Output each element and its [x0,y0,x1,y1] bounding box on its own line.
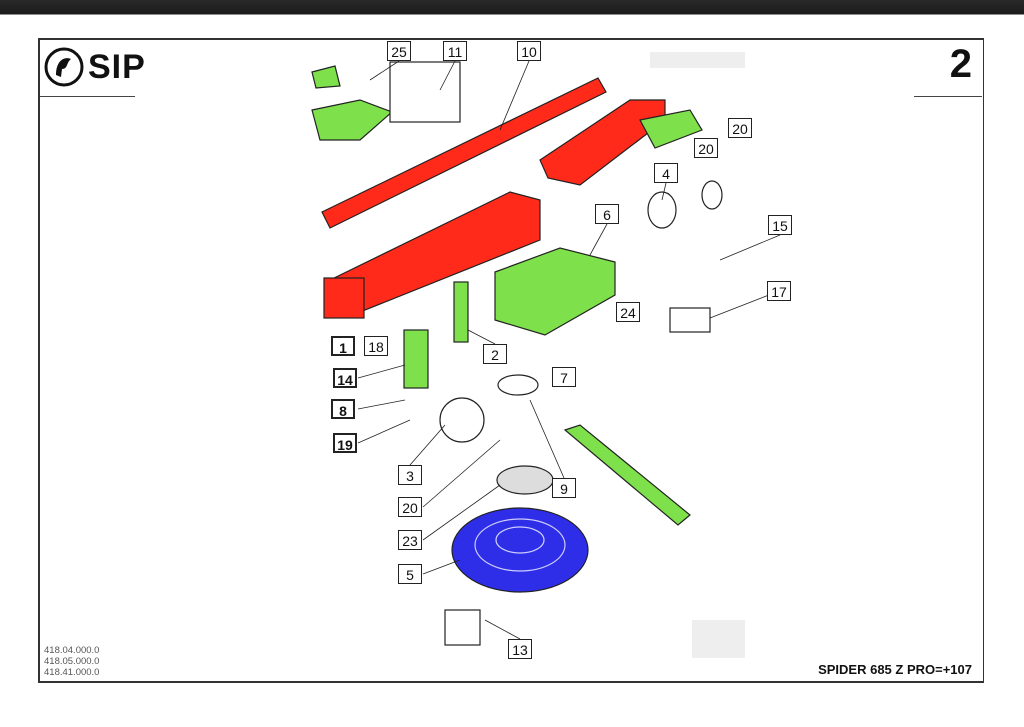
callout-17[interactable]: 17 [767,281,791,301]
header-rule-right [914,96,982,97]
drawing-code: 418.41.000.0 [44,667,100,678]
callout-18[interactable]: 18 [364,336,388,356]
callout-15[interactable]: 15 [768,215,792,235]
brand-name: SIP [88,47,146,86]
callout-5[interactable]: 5 [398,564,422,584]
part-7-lever [563,424,691,526]
callout-4[interactable]: 4 [654,163,678,183]
sip-emblem-icon [44,47,84,87]
drawing-codes: 418.04.000.0 418.05.000.0 418.41.000.0 [44,645,99,678]
part-10-shaft [321,77,607,229]
callout-20[interactable]: 20 [728,118,752,138]
drawing-code: 418.04.000.0 [44,645,100,656]
callout-20[interactable]: 20 [694,138,718,158]
blank-patch [692,620,745,658]
callout-7[interactable]: 7 [552,367,576,387]
part-green-plate [639,109,703,149]
part-11-support [389,61,461,123]
callout-9[interactable]: 9 [552,478,576,498]
callout-3[interactable]: 3 [398,465,422,485]
part-14-sleeve [403,329,429,389]
page-number: 2 [949,42,972,86]
part-5-disc [451,507,589,593]
drawing-frame [38,38,984,683]
callout-1[interactable]: 1 [331,336,355,356]
blank-patch [650,52,745,68]
part-17-joint [669,307,711,333]
part-6-gearbox [494,247,616,336]
sip-logo: SIP [44,47,146,87]
callout-24[interactable]: 24 [616,302,640,322]
callout-6[interactable]: 6 [595,204,619,224]
leader-lines [357,60,781,640]
part-2-pin [453,281,469,343]
drawing-code: 418.05.000.0 [44,656,100,667]
callout-23[interactable]: 23 [398,530,422,550]
header-rule-left [40,96,135,97]
callout-14[interactable]: 14 [333,368,357,388]
part-4-gear [647,191,677,229]
callout-8[interactable]: 8 [331,399,355,419]
part-3-gear [439,397,485,443]
callout-11[interactable]: 11 [443,41,467,61]
callout-19[interactable]: 19 [333,433,357,453]
callout-25[interactable]: 25 [387,41,411,61]
part-green-plate [311,65,341,89]
part-23-pulley [496,465,554,495]
part-13-bracket [444,609,481,646]
part-9-hub [497,374,539,396]
callout-13[interactable]: 13 [508,639,532,659]
part-20-bearing [701,180,723,210]
part-green-plate [311,99,394,141]
callout-10[interactable]: 10 [517,41,541,61]
model-name: SPIDER 685 Z PRO=+107 [818,662,972,677]
callout-20[interactable]: 20 [398,497,422,517]
callout-2[interactable]: 2 [483,344,507,364]
part-1-flange [323,277,365,319]
